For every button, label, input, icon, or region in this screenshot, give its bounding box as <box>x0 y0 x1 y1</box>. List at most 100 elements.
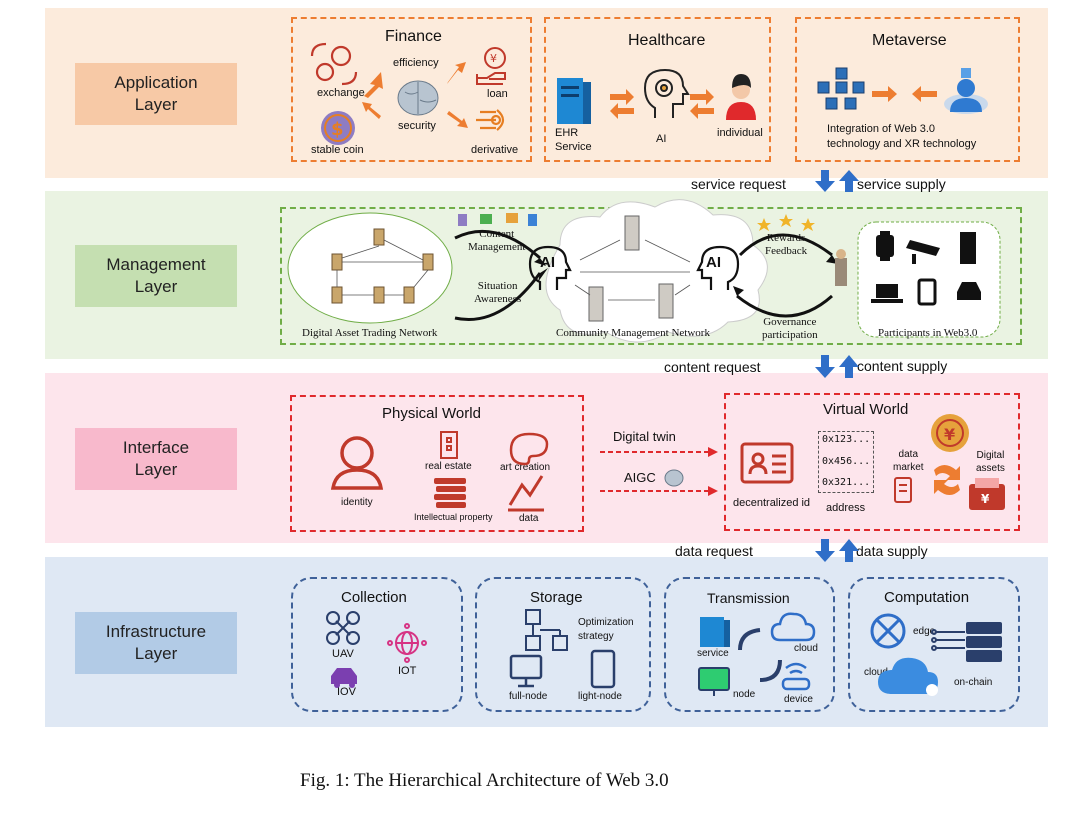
exchange-icon <box>310 42 358 86</box>
content-request-arrow <box>815 355 835 378</box>
edge-satellite-icon <box>870 613 906 649</box>
storage-title: Storage <box>530 589 583 606</box>
yen-coin-icon: ¥ <box>931 414 969 452</box>
finance-stable-coin-label: stable coin <box>311 144 364 156</box>
car-icon <box>957 282 981 300</box>
device-label: device <box>784 694 813 705</box>
laptop-icon <box>871 284 903 303</box>
wifi-device-icon <box>781 662 811 691</box>
identity-label: identity <box>341 497 373 508</box>
edge-link-lines <box>931 629 965 651</box>
data-label: data <box>519 513 539 524</box>
exchange-cycle-icon <box>934 465 960 495</box>
cloud-icon <box>770 612 816 642</box>
virtual-world-box <box>724 393 1020 531</box>
smartwatch-icon <box>876 231 894 261</box>
finance-exchange-label: exchange <box>317 87 365 99</box>
light-node-label: light-node <box>578 691 622 702</box>
iot-label: IOT <box>398 665 417 677</box>
address-label: address <box>826 502 866 514</box>
palette-icon <box>509 432 549 466</box>
data-request-label: data request <box>675 543 753 559</box>
community-network-label: Community Management Network <box>556 327 710 339</box>
derivative-icon <box>476 109 505 131</box>
comp-cloud-label: cloud <box>864 667 888 678</box>
metaverse-caption: Integration of Web 3.0 technology and XR… <box>827 123 977 150</box>
blockchain-cubes-icon <box>817 67 865 110</box>
community-servers <box>588 215 674 322</box>
community-links <box>574 239 691 301</box>
finance-box <box>291 17 532 162</box>
finance-security-label: security <box>398 120 436 132</box>
participant-figure-icon <box>835 249 847 286</box>
stable-coin-icon: $ <box>321 111 355 145</box>
finance-arrows <box>362 62 468 128</box>
transmission-box <box>664 577 835 712</box>
healthcare-title: Healthcare <box>628 32 706 49</box>
edge-label: edge <box>913 626 936 637</box>
physical-world-title: Physical World <box>382 405 481 422</box>
address-item-2: 0x456... <box>822 456 871 467</box>
content-management-arrow <box>454 229 542 321</box>
svg-text:$: $ <box>331 119 344 140</box>
healthcare-box <box>544 17 771 162</box>
digital-assets-wallet-icon: ¥ <box>969 478 1005 510</box>
service-request-label: service request <box>691 176 786 192</box>
storage-flow-icon <box>525 609 568 651</box>
iot-globe-icon <box>387 623 427 663</box>
trading-nodes <box>331 228 434 304</box>
tablet-icon <box>917 278 937 306</box>
drone-icon <box>326 611 360 645</box>
uav-label: UAV <box>332 648 354 660</box>
ai-head-icon <box>643 68 690 118</box>
loan-icon: ¥ <box>476 47 506 85</box>
swap-arrows-icon <box>610 89 714 119</box>
decentralized-id-label: decentralized id <box>733 497 811 509</box>
trans-node-label: node <box>733 689 756 700</box>
ai-right-text: AI <box>706 254 721 271</box>
svg-text:¥: ¥ <box>944 425 955 444</box>
digital-assets-label: Digital assets <box>976 450 1005 474</box>
metaverse-box <box>795 17 1020 162</box>
management-layer-label: Management Layer <box>75 245 237 307</box>
finance-derivative-label: derivative <box>471 144 519 156</box>
books-icon <box>434 478 466 508</box>
service-supply-arrow <box>839 170 859 192</box>
finance-loan-label: loan <box>487 88 508 100</box>
content-management-label: Content Management <box>468 228 526 253</box>
brain-icon <box>397 80 439 116</box>
interface-layer-label: Interface Layer <box>75 428 237 490</box>
data-chart-icon <box>508 475 544 512</box>
sync-arrows-icon <box>738 628 782 682</box>
ai-head-left-icon <box>528 245 572 290</box>
service-server-icon <box>700 617 730 647</box>
svg-text:¥: ¥ <box>490 52 497 65</box>
full-node-monitor-icon <box>509 654 543 688</box>
physical-world-box <box>290 395 584 532</box>
participants-label: Participants in Web3.0 <box>878 327 978 339</box>
virtual-world-title: Virtual World <box>823 401 909 418</box>
figure-caption: Fig. 1: The Hierarchical Architecture of… <box>300 770 669 791</box>
finance-title: Finance <box>385 28 442 45</box>
ai-left-text: AI <box>540 254 555 271</box>
metaverse-arrows-icon <box>872 86 937 102</box>
storage-box <box>475 577 651 712</box>
ai-head-right-icon <box>696 245 740 290</box>
content-supply-arrow <box>839 355 859 378</box>
digital-twin-label: Digital twin <box>613 429 676 444</box>
ehr-service-label: EHR Service <box>555 127 592 153</box>
individual-icon <box>726 74 756 120</box>
content-icons <box>458 213 537 226</box>
service-supply-label: service supply <box>857 176 946 192</box>
service-label: service <box>697 648 729 659</box>
compute-cloud-icon <box>878 657 938 696</box>
rewards-feedback-label: Rewards Feedback <box>765 232 808 257</box>
trading-links <box>336 239 429 296</box>
data-supply-label: data supply <box>856 543 928 559</box>
